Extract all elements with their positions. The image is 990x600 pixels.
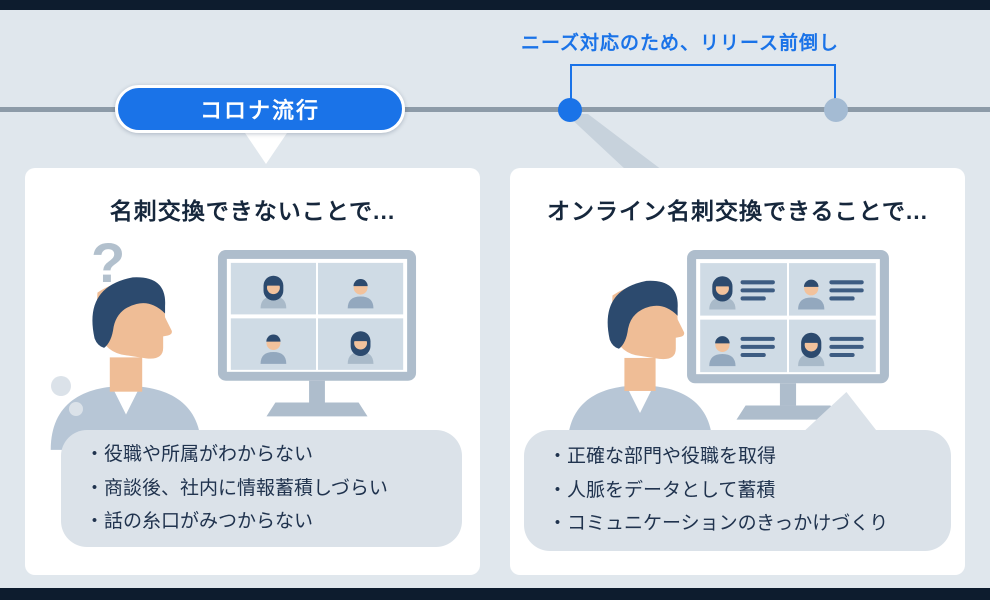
- list-item: ・正確な部門や役職を取得: [548, 445, 777, 467]
- benefits-bubble: ・正確な部門や役職を取得 ・人脈をデータとして蓄積 ・コミュニケーションのきっか…: [524, 430, 951, 551]
- timeline-dot-release: [558, 98, 582, 122]
- list-item: ・人脈をデータとして蓄積: [548, 479, 776, 501]
- list-item: ・役職や所属がわからない: [85, 443, 314, 465]
- list-item: ・商談後、社内に情報蓄積しづらい: [85, 477, 388, 499]
- panel-no-card-exchange: 名刺交換できないことで... ? ・役職や所属がわからない ・商談後、社内に情報…: [25, 168, 480, 575]
- list-item: ・話の糸口がみつからない: [85, 511, 314, 533]
- pain-points-bubble: ・役職や所属がわからない ・商談後、社内に情報蓄積しづらい ・話の糸口がみつから…: [61, 430, 462, 547]
- pill-pointer-triangle: [243, 130, 289, 164]
- dot-to-panel-pointer: [566, 114, 662, 170]
- release-annotation: ニーズ対応のため、リリース前倒し: [520, 33, 840, 54]
- right-panel-title: オンライン名刺交換できることで...: [546, 198, 929, 224]
- top-border-bar: [0, 0, 990, 10]
- online-card-monitor-illustration: [687, 250, 889, 420]
- timeline-line: [0, 107, 990, 112]
- corona-event-label: コロナ流行: [199, 98, 320, 123]
- thought-dot-large: [51, 376, 71, 396]
- pain-points-list: ・役職や所属がわからない ・商談後、社内に情報蓄積しづらい ・話の糸口がみつから…: [85, 438, 388, 539]
- corona-event-pill: コロナ流行: [115, 85, 405, 133]
- annotation-bracket: [570, 64, 836, 104]
- video-call-monitor-illustration: [217, 250, 417, 417]
- left-panel-title: 名刺交換できないことで...: [109, 198, 396, 224]
- list-item: ・コミュニケーションのきっかけづくり: [548, 513, 889, 535]
- timeline-dot-planned: [824, 98, 848, 122]
- panel-online-card-exchange: オンライン名刺交換できることで... ・正確な部門や役職を取得: [510, 168, 965, 575]
- confused-person-illustration: [50, 277, 202, 450]
- bottom-border-bar: [0, 588, 990, 600]
- benefits-list: ・正確な部門や役職を取得 ・人脈をデータとして蓄積 ・コミュニケーションのきっか…: [548, 440, 888, 541]
- thought-dot-small: [69, 402, 83, 416]
